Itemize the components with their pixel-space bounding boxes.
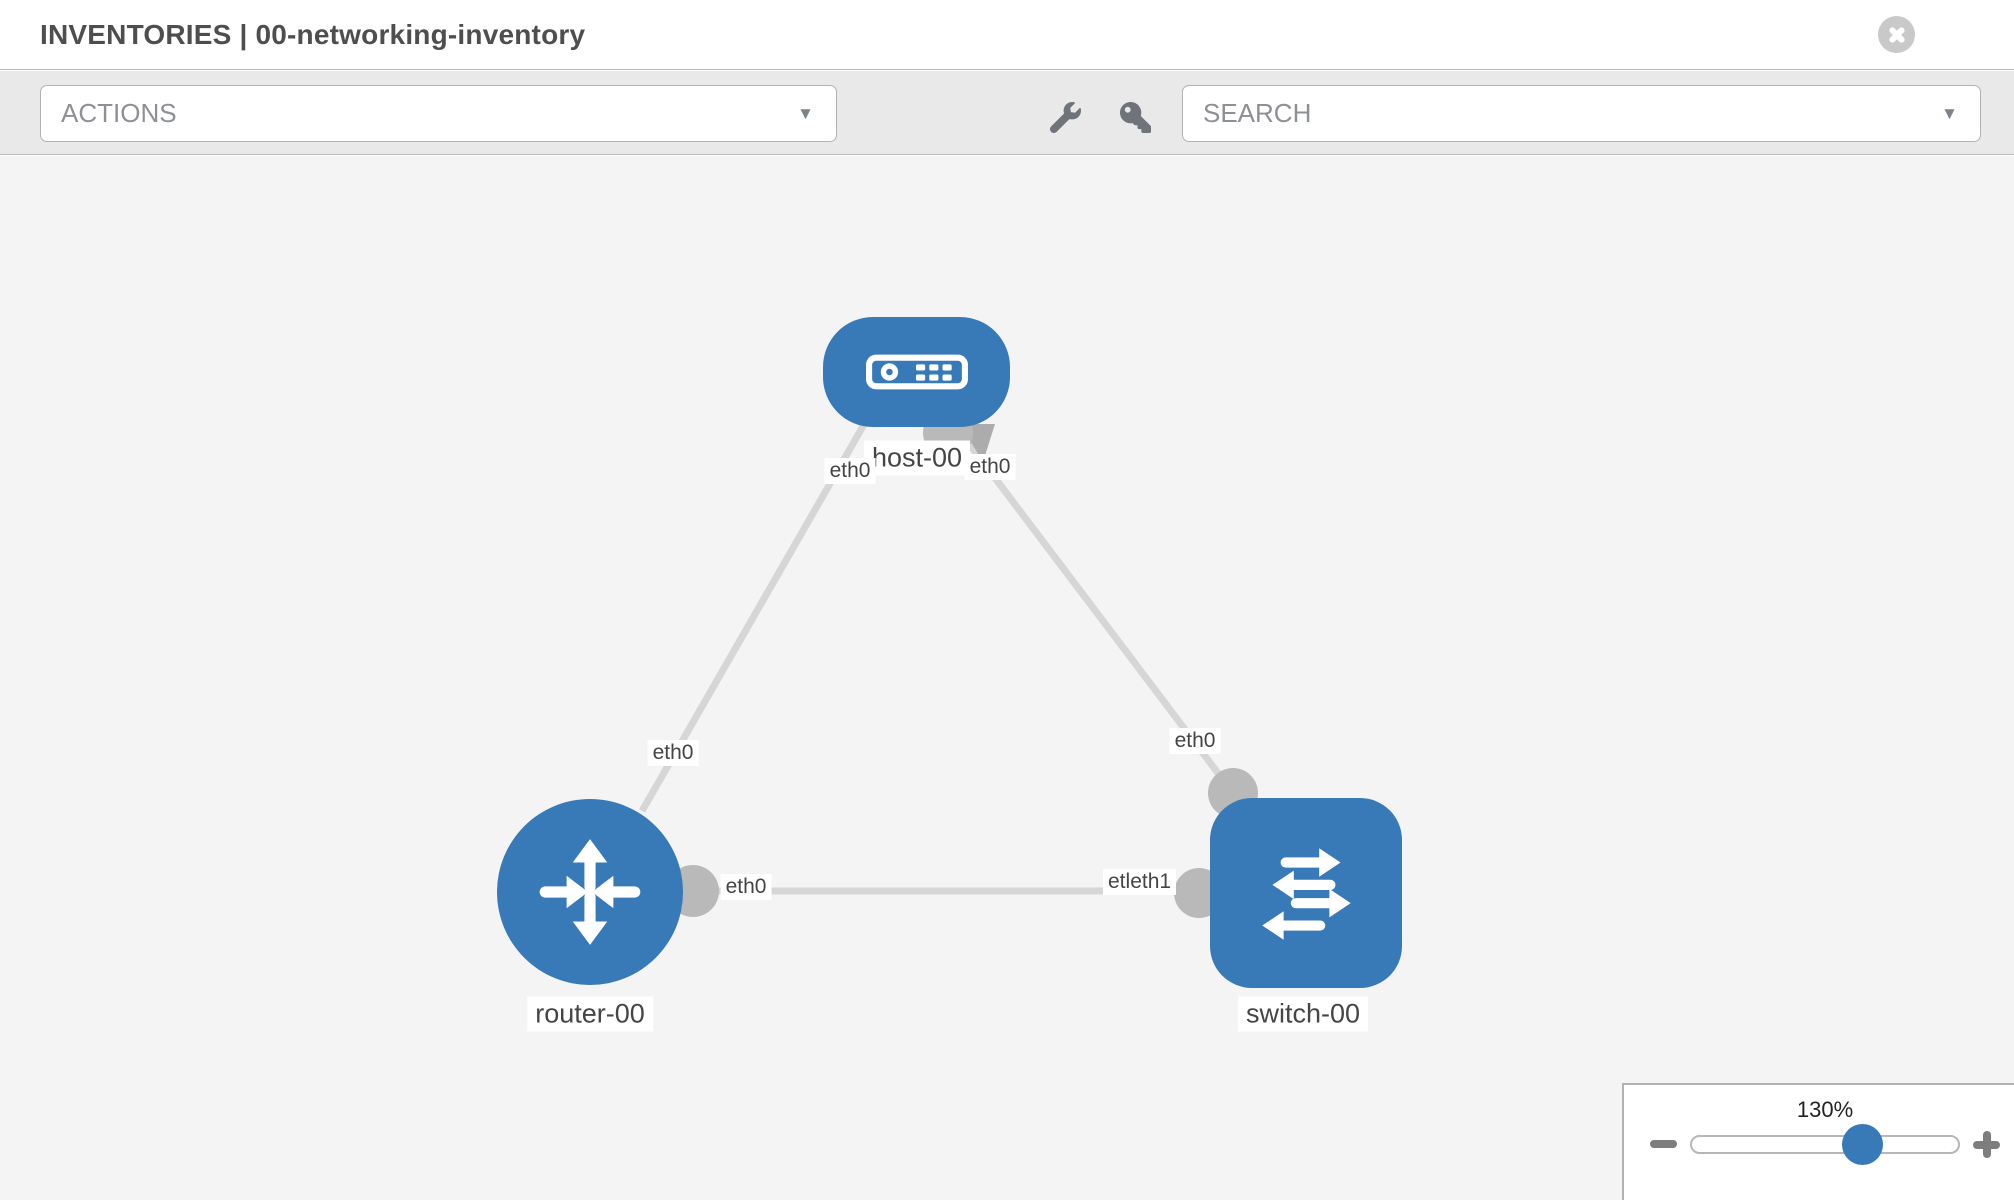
interface-label: eth0 [824, 458, 876, 484]
toolbar: ACTIONS ▼ SEARCH ▼ [0, 71, 2014, 155]
topology-links [638, 408, 1258, 918]
chevron-down-icon: ▼ [1941, 103, 1958, 123]
credentials-button[interactable] [1114, 96, 1156, 138]
close-button[interactable] [1878, 16, 1915, 53]
interface-label: eth0 [647, 740, 699, 766]
actions-dropdown[interactable]: ACTIONS ▼ [40, 85, 837, 142]
node-label-router: router-00 [527, 996, 653, 1032]
zoom-slider-knob[interactable] [1842, 1124, 1883, 1165]
node-label-host: host-00 [863, 440, 971, 476]
node-router-00[interactable] [497, 799, 683, 985]
actions-dropdown-label: ACTIONS [61, 98, 177, 128]
header: INVENTORIES | 00-networking-inventory [0, 0, 2014, 70]
plus-icon [1983, 1131, 1991, 1158]
interface-label: eth1 [1130, 869, 1177, 895]
node-host-00[interactable] [823, 317, 1010, 427]
zoom-slider-track[interactable] [1690, 1135, 1960, 1154]
chevron-down-icon: ▼ [797, 103, 814, 123]
zoom-in-button[interactable] [1973, 1131, 2000, 1158]
topology-canvas[interactable]: host-00 router-00 switch-00 eth0 eth0 et… [0, 156, 2014, 1200]
switch-icon [1262, 848, 1351, 940]
interface-label-overlap: etl eth1 [1103, 869, 1177, 895]
key-icon [1119, 101, 1151, 133]
interface-label: eth0 [720, 874, 772, 900]
zoom-panel: 130% [1622, 1083, 2014, 1200]
node-label-switch: switch-00 [1237, 996, 1369, 1032]
zoom-out-button[interactable] [1650, 1140, 1677, 1148]
page-title: INVENTORIES | 00-networking-inventory [40, 18, 586, 50]
interface-label: eth0 [1169, 728, 1221, 754]
node-switch-00[interactable] [1210, 798, 1402, 988]
search-placeholder: SEARCH [1203, 98, 1312, 128]
zoom-level-value: 130% [1796, 1097, 1854, 1122]
configure-button[interactable] [1044, 96, 1086, 138]
host-icon [865, 354, 968, 390]
interface-label: eth0 [964, 454, 1016, 480]
router-icon [539, 839, 641, 945]
wrench-icon [1049, 101, 1081, 133]
search-dropdown[interactable]: SEARCH ▼ [1182, 85, 1981, 142]
interface-label-clipped: etl [1103, 869, 1131, 895]
